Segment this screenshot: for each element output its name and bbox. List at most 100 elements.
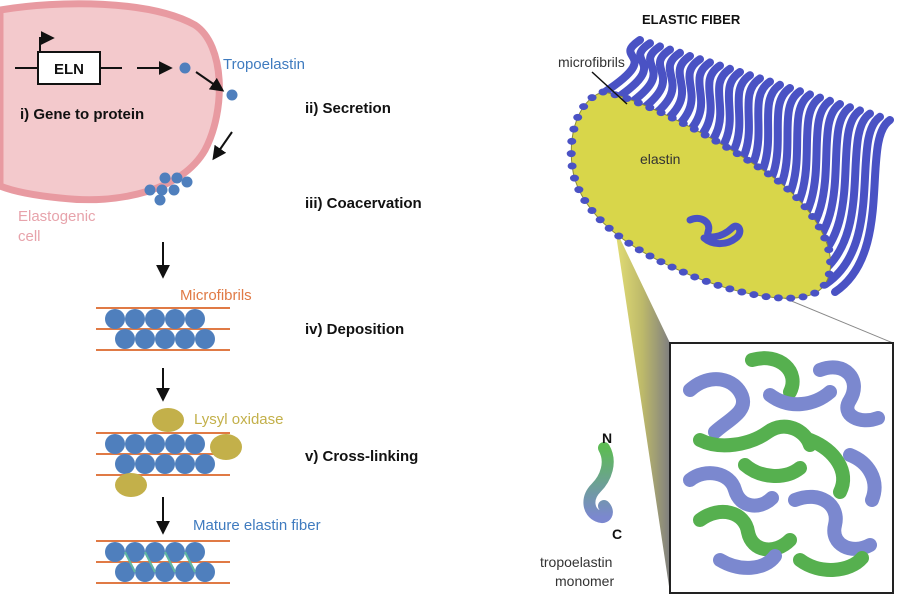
microfibril-dot (725, 285, 735, 293)
microfibril-dot (579, 103, 589, 111)
tropoelastin-sphere (175, 329, 195, 349)
mature-fiber-label: Mature elastin fiber (193, 517, 321, 534)
microfibril-dot (678, 268, 688, 276)
microfibril-dot (713, 281, 723, 289)
microfibril-dot (743, 156, 753, 164)
monomer-label-line1: tropoelastin (540, 554, 612, 570)
tropoelastin-sphere (155, 562, 175, 582)
microfibril-dot (580, 196, 590, 204)
right-panel: ELASTIC FIBER elastin microfibrils (540, 12, 894, 594)
lysyl-oxidase-enzyme (210, 434, 242, 460)
step-cross-linking: v) Cross-linking (305, 448, 418, 465)
microfibril-dot (737, 288, 747, 296)
crosslinked-network (683, 351, 885, 577)
tropoelastin-sphere (155, 329, 175, 349)
microfibril-dot (763, 170, 773, 178)
tropoelastin-sphere (125, 434, 145, 454)
tropoelastin-sphere (145, 434, 165, 454)
tropoelastin-sphere (165, 434, 185, 454)
microfibril-dot (800, 203, 810, 211)
microfibril-tube (812, 109, 874, 280)
microfibril-dot (624, 239, 634, 247)
microfibril-dot (645, 252, 655, 260)
tropoelastin-label: Tropoelastin (223, 56, 305, 73)
n-terminus-label: N (602, 430, 612, 446)
microfibril-dot (656, 258, 666, 266)
tropoelastin-sphere (195, 562, 215, 582)
microfibril-dot (814, 223, 824, 231)
microfibril-dot (567, 137, 577, 145)
microfibril-dot (808, 213, 818, 221)
tropoelastin-monomer (583, 442, 614, 523)
microfibril-tube (628, 45, 674, 120)
microfibril-rim (566, 88, 836, 302)
microfibril-tube (610, 39, 654, 104)
microfibril-dot (569, 125, 579, 133)
microfibril-dot (598, 88, 608, 96)
tropoelastin-sphere (175, 454, 195, 474)
crosslink (144, 551, 156, 573)
tropoelastin-sphere (105, 434, 125, 454)
microfibril-dot (711, 137, 721, 145)
elastic-fiber-title: ELASTIC FIBER (642, 12, 741, 27)
microfibril-dot (569, 174, 579, 182)
microfibril-dot (614, 232, 624, 240)
microfibril-dot (826, 258, 836, 266)
coacervation-arrow (212, 131, 233, 161)
microfibril-dot (783, 185, 793, 193)
microfibril-dot (753, 163, 763, 171)
microfibril-dot (678, 119, 688, 127)
microfibril-dot (574, 186, 584, 194)
microfibril-dot (749, 291, 759, 299)
microfibril-dot (595, 216, 605, 224)
microfibril-dot (792, 194, 802, 202)
eln-gene-box (37, 51, 101, 85)
tropoelastin-sphere (155, 454, 175, 474)
elastogenic-cell (0, 0, 223, 204)
tropoelastin-sphere (195, 454, 215, 474)
tropoelastin-sphere (105, 542, 125, 562)
lysyl-oxidase-enzyme (152, 408, 184, 432)
cell-label-line1: Elastogenic (18, 208, 96, 225)
step-coacervation: iii) Coacervation (305, 195, 422, 212)
step-gene-to-protein: i) Gene to protein (20, 106, 144, 123)
tropoelastin-sphere (105, 309, 125, 329)
microfibrils-label: Microfibrils (180, 287, 252, 304)
microfibrils-callout-label: microfibrils (558, 54, 625, 70)
microfibril-dot (773, 294, 783, 302)
core-monomer (686, 214, 744, 248)
microfibril-tube (601, 36, 644, 96)
microfibrils-callout-line (591, 71, 628, 105)
microfibril-dot (645, 104, 655, 112)
microfibril-dot (567, 162, 577, 170)
microfibril-dot (622, 95, 632, 103)
mature-fiber (96, 540, 230, 584)
microfibril-dot (633, 99, 643, 107)
microfibril-dot (634, 246, 644, 254)
tropoelastin-sphere (185, 434, 205, 454)
microfibril-dot (690, 273, 700, 281)
microfibril-dot (722, 143, 732, 151)
tropoelastin-sphere (145, 309, 165, 329)
tropoelastin-sphere (115, 562, 135, 582)
microfibril-dot (701, 277, 711, 285)
monomer-label-line2: monomer (555, 573, 614, 589)
microfibril-dot (566, 150, 576, 158)
deposition-fiber (96, 307, 230, 351)
microfibril-dot (824, 270, 834, 278)
crosslink (124, 551, 136, 573)
tropoelastin-sphere (135, 562, 155, 582)
microfibril-dot (667, 263, 677, 271)
crosslink (184, 551, 196, 573)
left-panel: ELN Tropoelastin i) Gene to protein Elas… (0, 0, 422, 584)
microfibril-dot (587, 94, 597, 102)
step-secretion: ii) Secretion (305, 100, 391, 117)
microfibril-dot (819, 281, 829, 289)
microfibril-dot (810, 289, 820, 297)
microfibril-dot (604, 224, 614, 232)
microfibril-dot (824, 246, 834, 254)
tropoelastin-sphere (115, 329, 135, 349)
zoom-cone (615, 228, 670, 593)
tropoelastin-sphere (145, 542, 165, 562)
tropoelastin-sphere (175, 562, 195, 582)
